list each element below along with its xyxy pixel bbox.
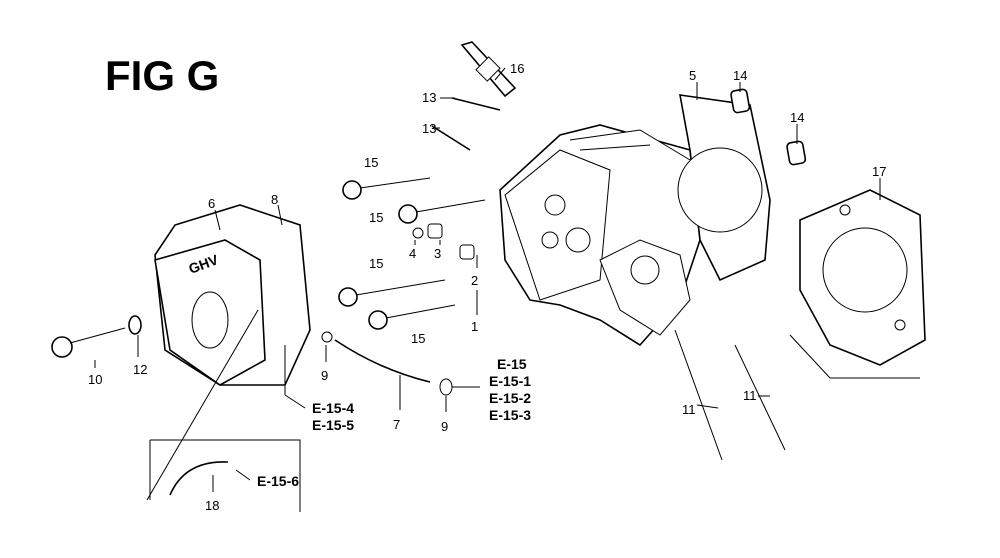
- part-label-14: 14: [733, 68, 747, 83]
- breather-tube: [334, 339, 431, 383]
- part-label-7: 7: [393, 417, 400, 432]
- part-label-16: 16: [510, 61, 524, 76]
- washer: [128, 315, 142, 335]
- cylinder-gasket: [789, 189, 926, 379]
- part-label-9: 9: [441, 419, 448, 434]
- head-gasket: [677, 94, 771, 282]
- part-label-1: 1: [471, 319, 478, 334]
- part-label-6: 6: [208, 196, 215, 211]
- stud-bolt: [674, 329, 723, 461]
- part-label-12: 12: [133, 362, 147, 377]
- ref-label-e15: E-15: [497, 356, 527, 372]
- flange-bolt: [338, 279, 446, 307]
- part-label-11: 11: [743, 388, 757, 403]
- part-label-9: 9: [321, 368, 328, 383]
- cylinder-head: [499, 124, 701, 347]
- part-label-15: 15: [411, 331, 425, 346]
- stud-bolt: [431, 125, 471, 151]
- figure-title: FIG G: [105, 52, 219, 99]
- ref-label-e15-6: E-15-6: [257, 473, 299, 489]
- part-label-14: 14: [790, 110, 804, 125]
- leader-lines: [94, 67, 881, 492]
- breather-tube-inset: [169, 461, 229, 496]
- washer: [412, 227, 424, 239]
- part-label-15: 15: [369, 256, 383, 271]
- cover-bolt: [51, 327, 126, 358]
- part-label-5: 5: [689, 68, 696, 83]
- part-label-2: 2: [471, 273, 478, 288]
- part-label-10: 10: [88, 372, 102, 387]
- ref-label-e15-4: E-15-4: [312, 400, 354, 416]
- collar: [427, 223, 443, 239]
- part-label-3: 3: [434, 246, 441, 261]
- dowel: [459, 244, 475, 260]
- ref-label-e15-5: E-15-5: [312, 417, 354, 433]
- part-label-8: 8: [271, 192, 278, 207]
- tube-clamp: [321, 331, 333, 343]
- stud-bolt: [734, 344, 786, 451]
- dowel-pin: [786, 140, 807, 166]
- part-label-13: 13: [422, 121, 436, 136]
- ref-label-e15-3: E-15-3: [489, 407, 531, 423]
- inset-frame: [150, 439, 301, 512]
- ref-label-e15-1: E-15-1: [489, 373, 531, 389]
- dowel-pin: [730, 88, 751, 114]
- part-label-4: 4: [409, 246, 416, 261]
- flange-bolt: [398, 199, 486, 224]
- stud-bolt: [451, 97, 501, 111]
- flange-bolt: [368, 304, 456, 330]
- part-label-13: 13: [422, 90, 436, 105]
- part-label-18: 18: [205, 498, 219, 513]
- ref-label-e15-2: E-15-2: [489, 390, 531, 406]
- tube-clamp: [439, 378, 453, 396]
- part-label-11: 11: [682, 402, 696, 417]
- head-cover: GHV: [154, 204, 311, 386]
- spark-plug: [460, 41, 517, 98]
- part-label-15: 15: [364, 155, 378, 170]
- flange-bolt: [342, 177, 431, 200]
- part-label-17: 17: [872, 164, 886, 179]
- part-label-15: 15: [369, 210, 383, 225]
